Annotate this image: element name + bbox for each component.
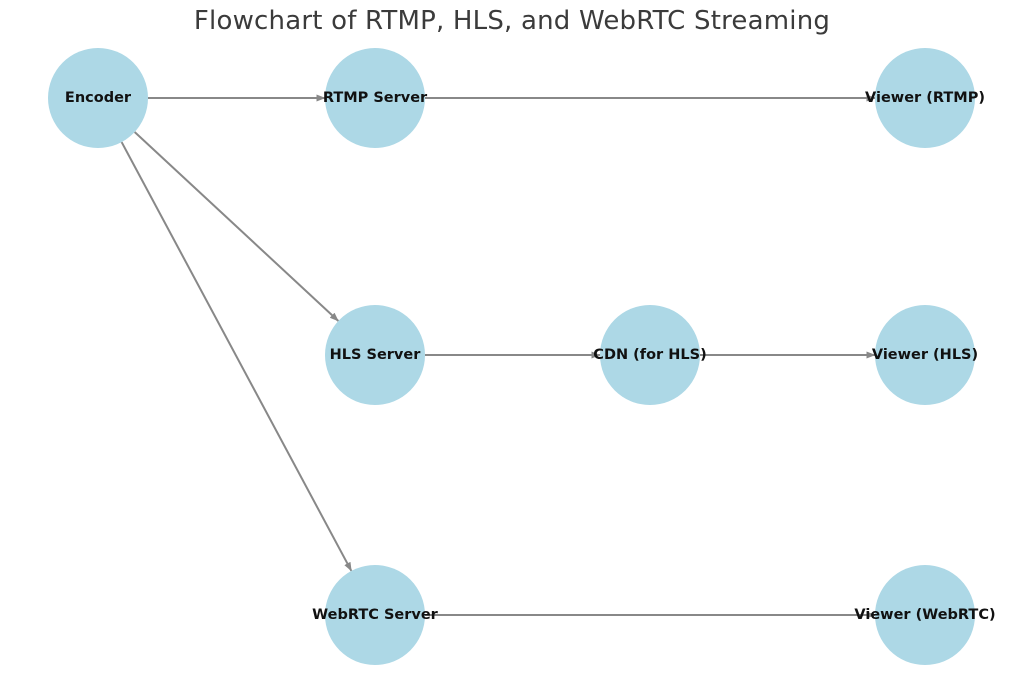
node-hls_server[interactable]	[325, 305, 425, 405]
edge-layer	[120, 94, 876, 619]
node-layer	[48, 48, 975, 665]
node-viewer_webrtc[interactable]	[875, 565, 975, 665]
node-webrtc_server[interactable]	[325, 565, 425, 665]
node-encoder[interactable]	[48, 48, 148, 148]
node-viewer_hls[interactable]	[875, 305, 975, 405]
node-cdn_hls[interactable]	[600, 305, 700, 405]
page-title: Flowchart of RTMP, HLS, and WebRTC Strea…	[193, 6, 831, 36]
edge-encoder-to-hls_server	[133, 131, 340, 322]
node-rtmp_server[interactable]	[325, 48, 425, 148]
edge-encoder-to-webrtc_server	[120, 141, 353, 572]
node-viewer_rtmp[interactable]	[875, 48, 975, 148]
